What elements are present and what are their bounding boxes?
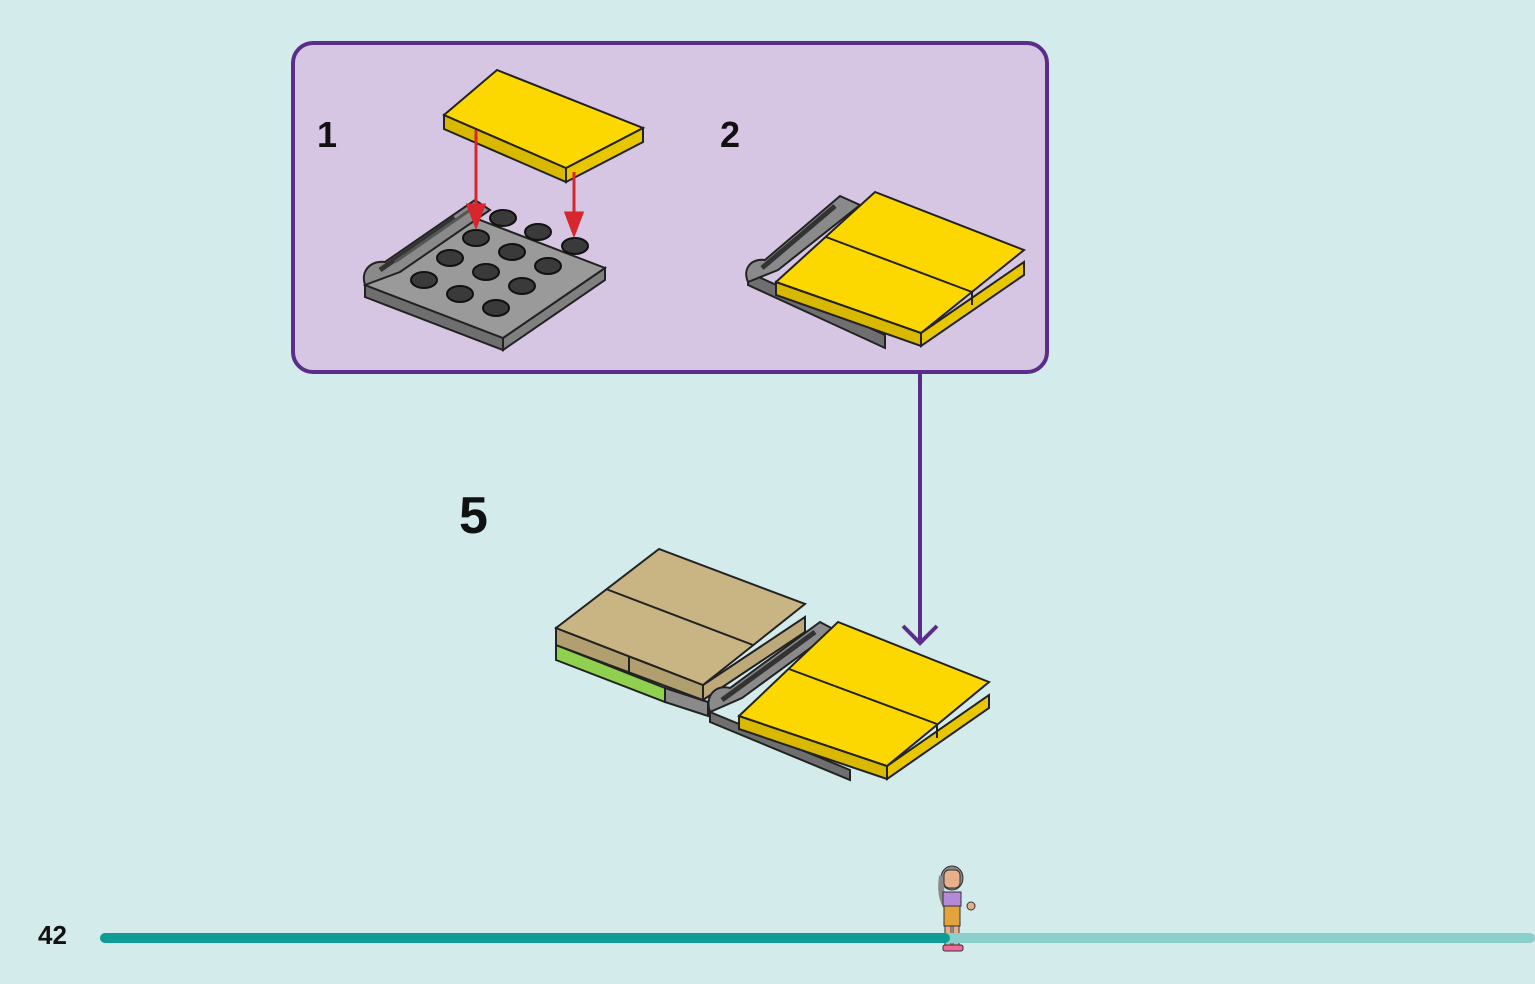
connector-arrow: [901, 374, 939, 646]
step-number: 5: [459, 487, 488, 545]
tile-yellow-single: [442, 68, 646, 184]
main-model: [553, 547, 991, 782]
progress-bar: [100, 933, 1535, 943]
plate-studs: [410, 209, 589, 317]
page-number: 42: [38, 920, 67, 950]
progress-bar-fill: [100, 933, 950, 943]
placement-arrows: [465, 130, 585, 239]
substep-number-1: 1: [317, 114, 338, 155]
substep-number-2: 2: [720, 114, 741, 155]
submodel-assembled: [745, 190, 1026, 350]
